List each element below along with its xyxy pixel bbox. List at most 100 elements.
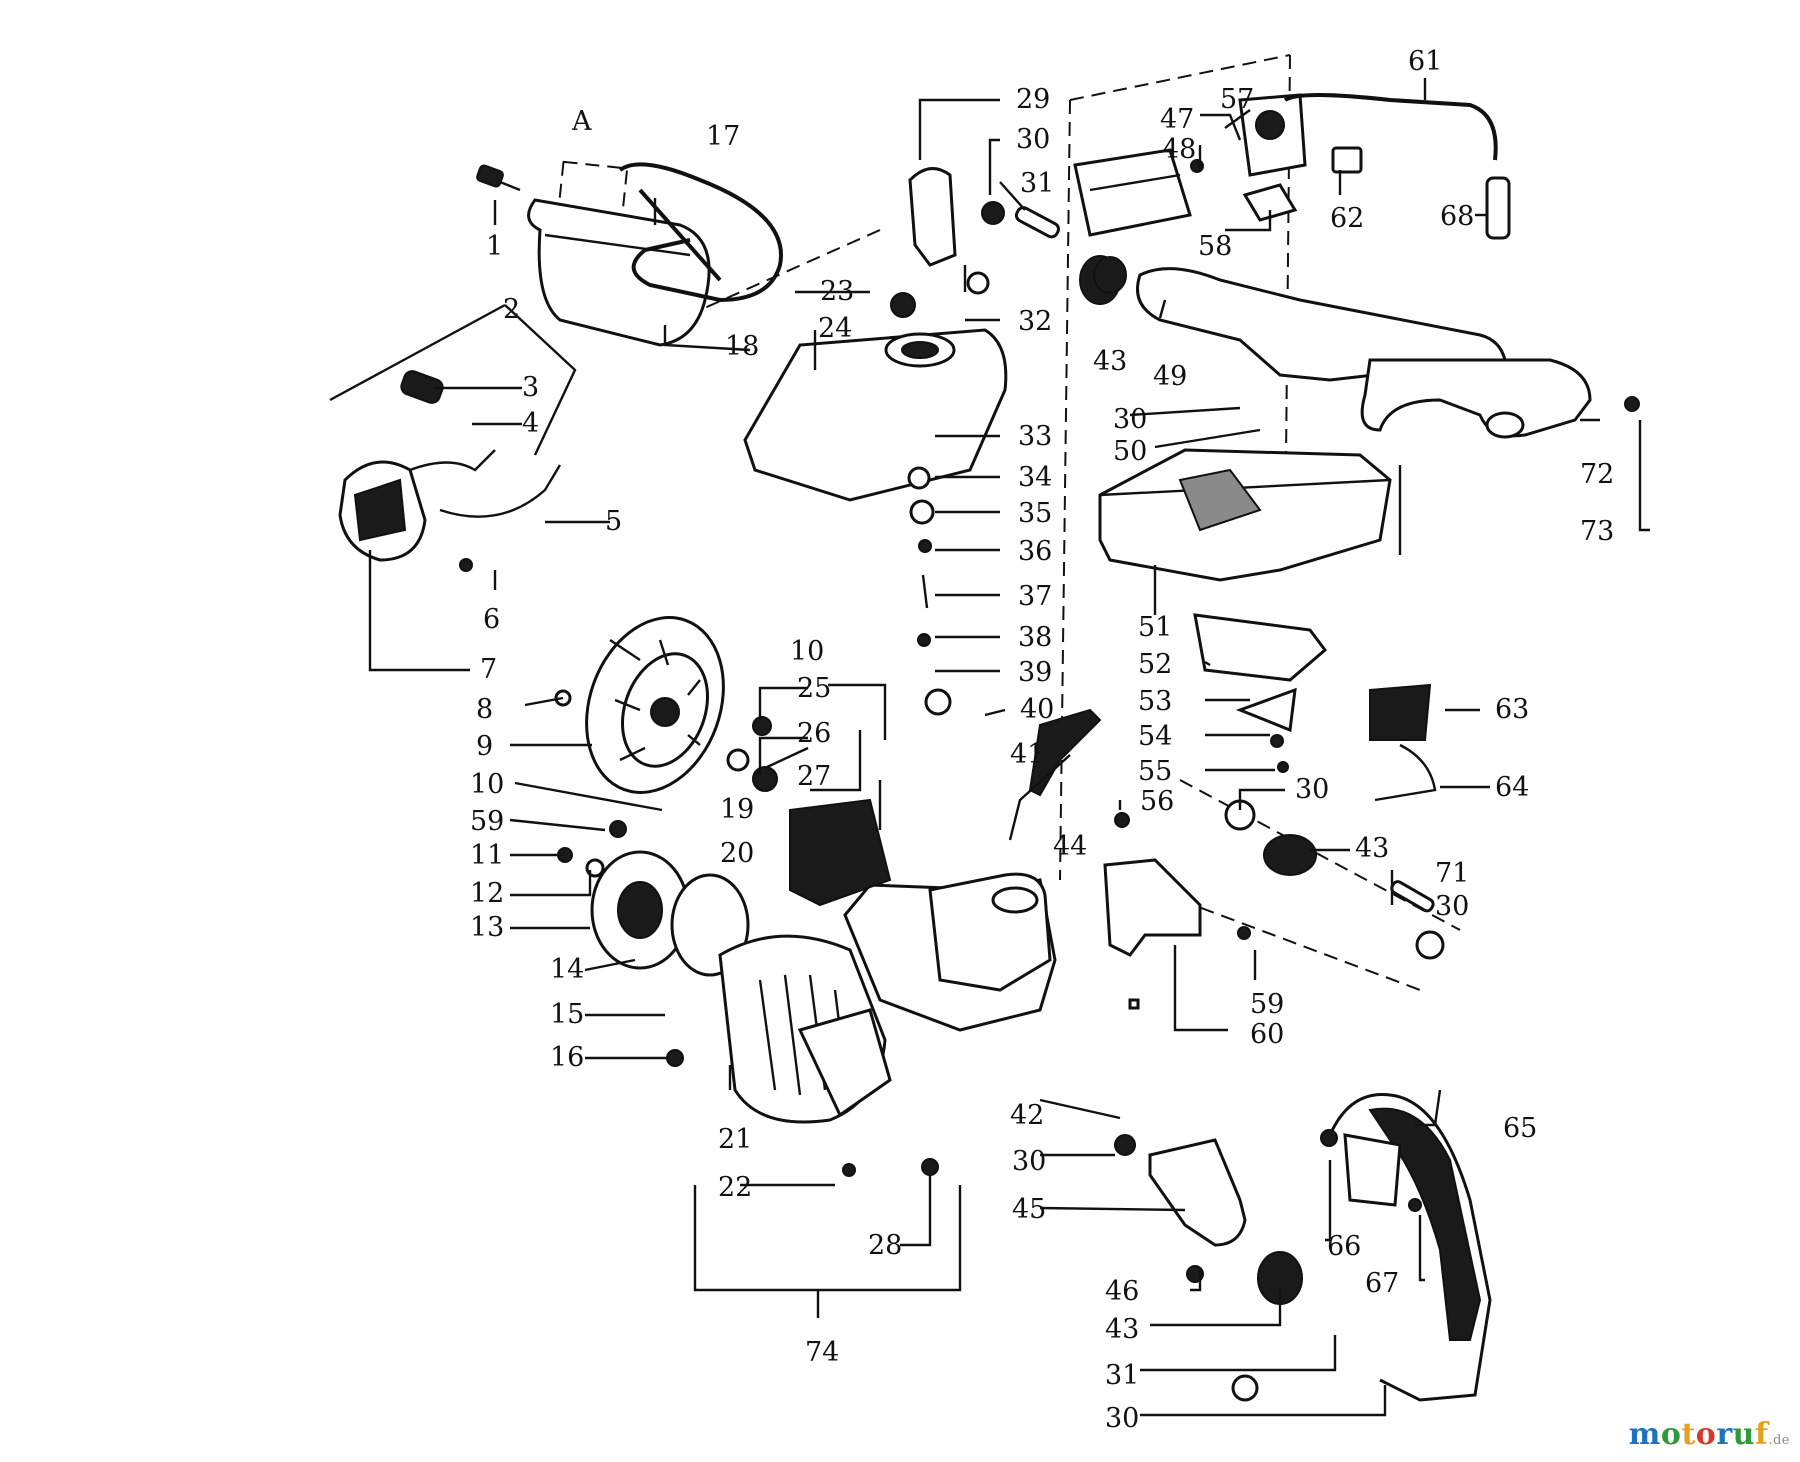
part-gasket-52 — [1193, 613, 1328, 682]
callout-54: 54 — [1138, 721, 1172, 752]
callout-9: 9 — [476, 731, 493, 762]
callout-32: 32 — [1018, 306, 1052, 337]
callout-42: 42 — [1010, 1100, 1044, 1131]
watermark-letter: u — [1732, 1417, 1755, 1452]
leader-lines — [329, 78, 1650, 1417]
callout-labels: 1 2 3 4 5 6 7 8 9 10 10 11 12 13 14 15 1… — [470, 46, 1614, 1434]
callout-59-a: 59 — [470, 806, 504, 837]
watermark-letter: o — [1660, 1417, 1682, 1452]
callout-51: 51 — [1138, 612, 1172, 643]
part-bracket-60 — [1103, 858, 1202, 957]
watermark-letter: m — [1628, 1417, 1661, 1452]
part-air-box-51 — [1098, 448, 1392, 582]
callout-43-c: 43 — [1105, 1314, 1139, 1345]
callout-30-b: 30 — [1113, 404, 1147, 435]
callout-36: 36 — [1018, 536, 1052, 567]
callout-34: 34 — [1018, 462, 1052, 493]
part-rear-handle — [1079, 255, 1592, 439]
part-carburetor — [1238, 93, 1511, 240]
callout-29: 29 — [1016, 84, 1050, 115]
callout-33: 33 — [1018, 421, 1052, 452]
callout-68: 68 — [1440, 201, 1474, 232]
callout-30-e: 30 — [1012, 1146, 1046, 1177]
callout-28: 28 — [868, 1230, 902, 1261]
callout-30-c: 30 — [1295, 774, 1329, 805]
callout-15: 15 — [550, 999, 584, 1030]
callout-3: 3 — [522, 372, 539, 403]
callout-72: 72 — [1580, 459, 1614, 490]
callout-21: 21 — [718, 1124, 752, 1155]
watermark-suffix: .de — [1768, 1433, 1790, 1448]
callout-47: 47 — [1160, 104, 1194, 135]
callout-14: 14 — [550, 954, 584, 985]
watermark-letter: f — [1754, 1417, 1769, 1452]
callout-50: 50 — [1113, 436, 1147, 467]
callout-17: 17 — [706, 121, 740, 152]
callout-37: 37 — [1018, 581, 1052, 612]
callout-35: 35 — [1018, 498, 1052, 529]
callout-2: 2 — [503, 294, 520, 325]
callout-13: 13 — [470, 912, 504, 943]
callout-5: 5 — [605, 506, 622, 537]
part-handle-bracket-29 — [908, 167, 1060, 267]
callout-58: 58 — [1198, 231, 1232, 262]
callout-39: 39 — [1018, 657, 1052, 688]
callout-25: 25 — [797, 673, 831, 704]
callout-74: 74 — [805, 1337, 839, 1368]
callout-30-a: 30 — [1016, 124, 1050, 155]
callout-4: 4 — [522, 408, 539, 439]
watermark-letter: t — [1681, 1417, 1696, 1452]
callout-20: 20 — [720, 838, 754, 869]
part-fuel-tank — [743, 328, 1008, 502]
callout-60: 60 — [1250, 1019, 1284, 1050]
callout-65: 65 — [1503, 1113, 1537, 1144]
part-handle-bracket-45 — [1114, 1134, 1247, 1247]
callout-64: 64 — [1495, 772, 1529, 803]
part-air-filter — [1073, 148, 1192, 237]
callout-46: 46 — [1105, 1276, 1139, 1307]
callout-57: 57 — [1220, 84, 1254, 115]
part-trigger-63 — [1369, 683, 1437, 802]
callout-56: 56 — [1140, 786, 1174, 817]
part-av-mounts — [1093, 256, 1445, 1305]
callout-16: 16 — [550, 1042, 584, 1073]
callout-7: 7 — [480, 654, 497, 685]
callout-23: 23 — [820, 276, 854, 307]
motoruf-watermark-logo: motoruf.de — [1629, 1417, 1790, 1452]
callout-41: 41 — [1010, 739, 1044, 770]
callout-22: 22 — [718, 1172, 752, 1203]
callout-71: 71 — [1435, 858, 1469, 889]
callout-6: 6 — [483, 604, 500, 635]
callout-67: 67 — [1365, 1268, 1399, 1299]
callout-30-d: 30 — [1435, 891, 1469, 922]
callout-19: 19 — [720, 794, 754, 825]
callout-12: 12 — [470, 878, 504, 909]
callout-53: 53 — [1138, 686, 1172, 717]
watermark-letter: o — [1695, 1417, 1717, 1452]
part-plate-53 — [1235, 687, 1297, 733]
part-starter-housing — [718, 934, 892, 1124]
callout-43-b: 43 — [1355, 833, 1389, 864]
callout-A: A — [571, 106, 592, 137]
callout-61: 61 — [1408, 46, 1442, 77]
part-saw-chain — [618, 162, 783, 303]
callout-10-upper: 10 — [790, 636, 824, 667]
callout-66: 66 — [1327, 1231, 1361, 1262]
callout-45: 45 — [1012, 1194, 1046, 1225]
callout-10-lower: 10 — [470, 769, 504, 800]
part-engine-crankcase — [789, 798, 1057, 1032]
callout-63: 63 — [1495, 694, 1529, 725]
callout-49: 49 — [1153, 361, 1187, 392]
callout-48: 48 — [1162, 134, 1196, 165]
part-ignition-coil — [338, 370, 562, 562]
callout-38: 38 — [1018, 622, 1052, 653]
watermark-letter: r — [1716, 1417, 1733, 1452]
callout-1: 1 — [486, 231, 503, 262]
part-bolt-1 — [476, 164, 521, 192]
callout-27: 27 — [797, 761, 831, 792]
callout-24: 24 — [818, 313, 852, 344]
callout-26: 26 — [797, 718, 831, 749]
callout-43-a: 43 — [1093, 346, 1127, 377]
callout-11: 11 — [470, 840, 504, 871]
